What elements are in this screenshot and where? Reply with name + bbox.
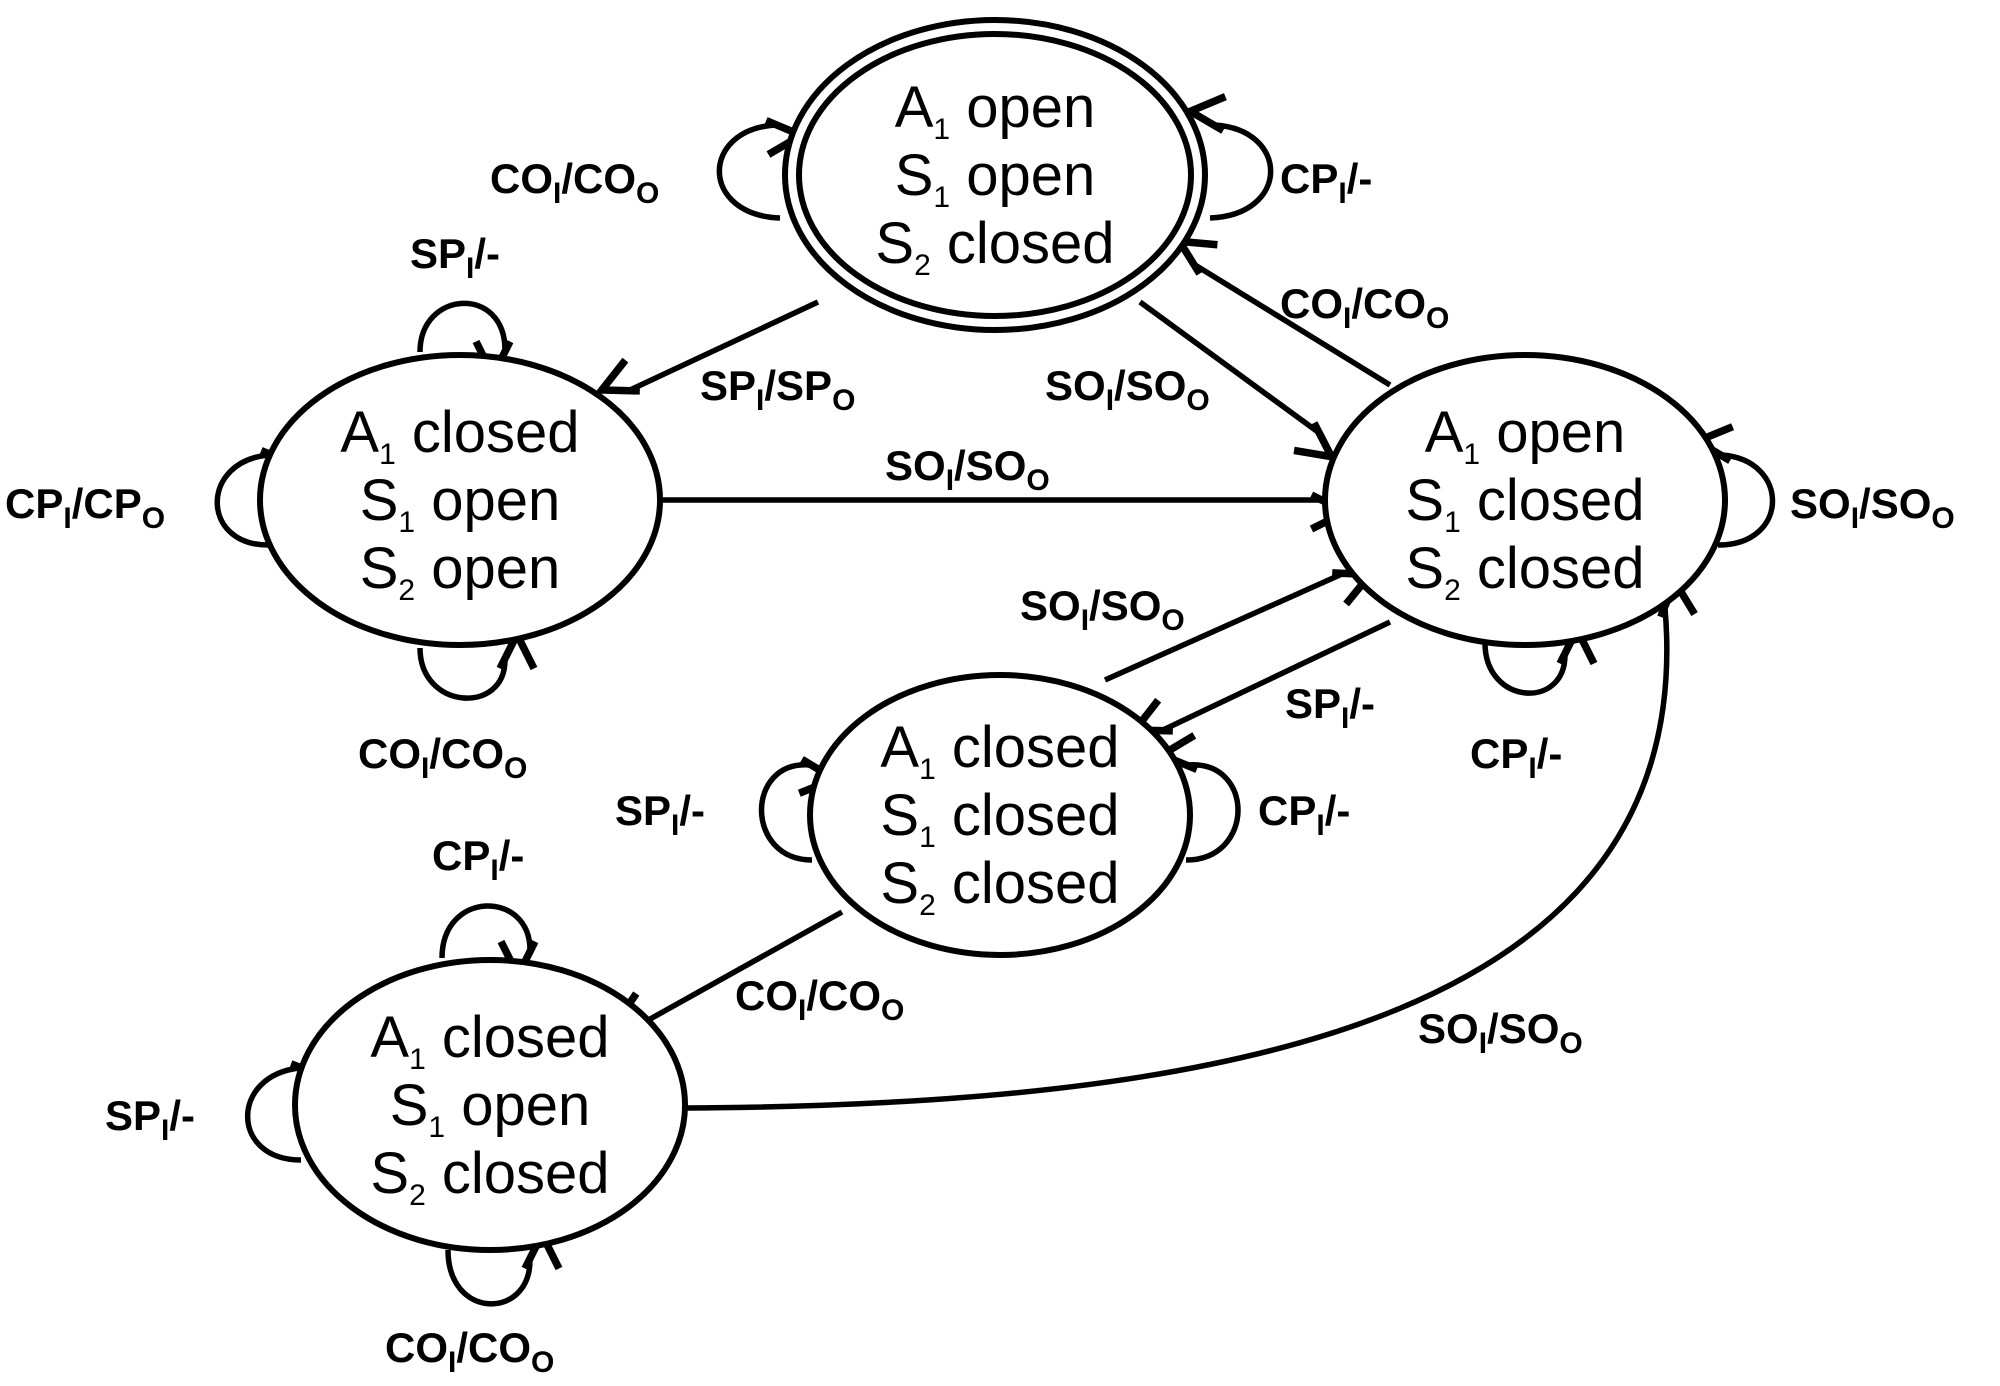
transition-label: COI/COO [1280, 280, 1449, 335]
state-condition-line: S1 closed [1405, 468, 1644, 539]
state-condition-line: S1 open [390, 1073, 591, 1144]
transition-label: CPI/- [1280, 155, 1372, 210]
transition-label: SPI/- [615, 787, 705, 842]
self-loop-arrow-s0-s0 [1182, 93, 1274, 221]
transition-arrow-s3-s4 [607, 909, 844, 1030]
state-condition-line: S2 closed [875, 211, 1114, 282]
transition-label: SOI/SOO [1418, 1005, 1583, 1060]
self-loop-arrow-s4-s4 [244, 1060, 335, 1163]
state-condition-line: S1 closed [880, 783, 1119, 854]
transition-label: SPI/- [105, 1092, 195, 1147]
state-ellipse [292, 957, 688, 1253]
transition-label: SPI/SPO [700, 362, 855, 417]
self-loop-arrow-s3-s3 [758, 756, 843, 863]
state-condition-line: S2 closed [1405, 536, 1644, 607]
state-condition-line: S1 open [895, 143, 1096, 214]
transition-arrow-s0-s1 [594, 299, 820, 395]
state-condition-line: S2 closed [880, 851, 1119, 922]
state-condition-line: S2 closed [370, 1141, 609, 1212]
self-loop-arrow-s2-s2 [1689, 423, 1776, 548]
self-loop-arrow-s4-s4 [439, 903, 539, 984]
transition-label: CPI/CPO [5, 480, 165, 535]
state-condition-line: A1 closed [340, 400, 579, 471]
transition-label: SOI/SOO [1790, 480, 1955, 535]
self-loop-arrow-s0-s0 [716, 117, 810, 221]
self-loop-arrow-s1-s1 [417, 300, 514, 384]
transition-label: SPI/- [410, 230, 500, 285]
transition-arrow-s3-s2 [1103, 569, 1378, 683]
transition-labels-layer: COI/COO CPI/- SPI/SPO SOI/SOO COI/COO SPI/- CP… [5, 155, 1955, 1379]
initial-state-ellipse [796, 31, 1194, 319]
transition-label: CPI/- [1258, 787, 1350, 842]
state-condition-line: S2 open [360, 536, 561, 607]
self-loop-arrow-s4-s4 [445, 1226, 563, 1307]
transition-arrow-s4-s2 [684, 573, 1698, 1111]
transition-label: SOI/SOO [1020, 582, 1185, 637]
transition-arrow-s2-s3 [1127, 619, 1392, 735]
transition-arrow-s0-s2 [1138, 299, 1339, 462]
transition-label: COI/COO [358, 730, 527, 785]
transition-label: CPI/- [432, 832, 524, 887]
transition-arrow-s2-s0 [1172, 237, 1392, 388]
state-ellipse [257, 352, 663, 648]
state-condition-line: A1 closed [880, 715, 1119, 786]
state-condition-line: A1 open [1425, 400, 1626, 471]
transition-label: SOI/SOO [1045, 362, 1210, 417]
state-condition-line: A1 open [895, 75, 1096, 146]
self-loop-arrow-s2-s2 [1482, 621, 1598, 696]
transition-label: CPI/- [1470, 730, 1562, 785]
transition-label: COI/COO [385, 1324, 554, 1379]
transition-label: COI/COO [735, 972, 904, 1027]
self-loop-arrow-s3-s3 [1153, 732, 1241, 863]
state-condition-line: A1 closed [370, 1005, 609, 1076]
self-loop-arrow-s1-s1 [417, 626, 538, 701]
transitions-layer [214, 93, 1776, 1307]
transition-label: SPI/- [1285, 680, 1375, 735]
self-loop-arrow-s1-s1 [214, 447, 305, 548]
transition-label: COI/COO [490, 155, 659, 210]
state-ellipse [807, 672, 1193, 958]
transition-label: SOI/SOO [885, 442, 1050, 497]
state-ellipse [1322, 352, 1728, 648]
state-condition-line: S1 open [360, 468, 561, 539]
